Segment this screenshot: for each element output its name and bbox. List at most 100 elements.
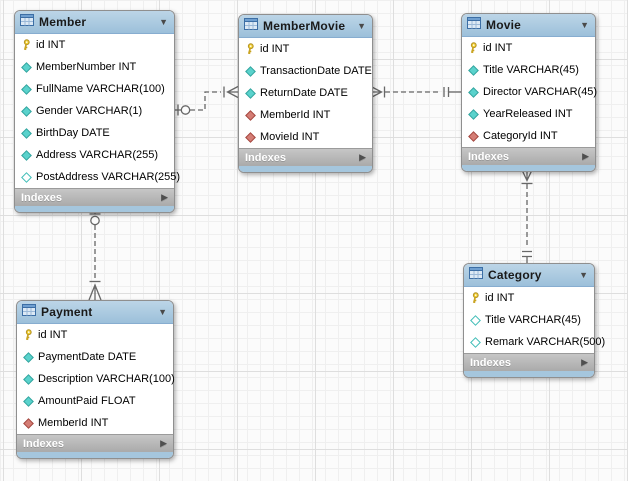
column-label: id INT xyxy=(36,39,66,51)
indexes-bar[interactable]: Indexes ▶ xyxy=(462,147,595,165)
collapse-arrow-icon[interactable]: ▼ xyxy=(357,20,366,31)
column-row[interactable]: AmountPaid FLOAT xyxy=(17,390,173,412)
column-icon xyxy=(244,65,256,77)
foreign-key-icon xyxy=(467,130,479,142)
collapse-arrow-icon[interactable]: ▼ xyxy=(159,16,168,27)
column-icon xyxy=(22,373,34,385)
column-row[interactable]: FullName VARCHAR(100) xyxy=(15,78,174,100)
column-row[interactable]: Gender VARCHAR(1) xyxy=(15,100,174,122)
collapse-arrow-icon[interactable]: ▼ xyxy=(580,19,589,30)
column-label: PaymentDate DATE xyxy=(38,351,137,363)
column-row[interactable]: MemberId INT xyxy=(239,104,372,126)
table-icon xyxy=(467,16,481,34)
column-row[interactable]: MovieId INT xyxy=(239,126,372,148)
column-label: id INT xyxy=(38,329,68,341)
column-list: id INT PaymentDate DATE Description VARCHA… xyxy=(17,324,175,434)
indexes-label: Indexes xyxy=(245,151,286,164)
table-header[interactable]: MemberMovie ▼ xyxy=(239,15,372,38)
column-icon xyxy=(244,87,256,99)
table-bottom-bar xyxy=(17,452,173,458)
relationship-category-movie[interactable] xyxy=(520,168,534,263)
expand-arrow-icon[interactable]: ▶ xyxy=(581,357,588,367)
column-label: TransactionDate DATE xyxy=(260,65,372,77)
column-row[interactable]: YearReleased INT xyxy=(462,103,595,125)
indexes-bar[interactable]: Indexes ▶ xyxy=(239,148,372,166)
column-row[interactable]: MemberId INT xyxy=(17,412,173,434)
column-row[interactable]: id INT xyxy=(239,38,372,60)
column-icon xyxy=(20,127,32,139)
table-icon xyxy=(20,13,34,31)
column-label: Title VARCHAR(45) xyxy=(483,64,579,76)
table-header[interactable]: Member ▼ xyxy=(15,11,174,34)
relationship-member-membermovie[interactable] xyxy=(173,85,239,116)
column-row[interactable]: id INT xyxy=(17,324,173,346)
table-header[interactable]: Category ▼ xyxy=(464,264,594,287)
column-row[interactable]: id INT xyxy=(462,37,595,59)
er-table-membermovie[interactable]: MemberMovie ▼ id INT TransactionDate DATE… xyxy=(238,14,373,173)
crow-foot-icon xyxy=(88,283,102,301)
cardinality-zero-circle xyxy=(90,215,100,226)
column-label: Description VARCHAR(100) xyxy=(38,373,175,385)
relationship-member-payment[interactable] xyxy=(88,211,102,301)
column-row[interactable]: PaymentDate DATE xyxy=(17,346,173,368)
indexes-label: Indexes xyxy=(21,191,62,204)
collapse-arrow-icon[interactable]: ▼ xyxy=(158,306,167,317)
column-icon xyxy=(20,149,32,161)
column-row[interactable]: Title VARCHAR(45) xyxy=(464,309,594,331)
column-list: id INT MemberNumber INT FullName VARCHAR(1… xyxy=(15,34,180,188)
column-nullable-icon xyxy=(469,336,481,348)
er-table-payment[interactable]: Payment ▼ id INT PaymentDate DATE Descript… xyxy=(16,300,175,459)
expand-arrow-icon[interactable]: ▶ xyxy=(161,192,168,202)
table-header[interactable]: Payment ▼ xyxy=(17,301,173,324)
column-row[interactable]: ReturnDate DATE xyxy=(239,82,372,104)
column-icon xyxy=(20,83,32,95)
expand-arrow-icon[interactable]: ▶ xyxy=(582,151,589,161)
column-icon xyxy=(20,61,32,73)
cardinality-exactly-one-ticks xyxy=(443,87,450,97)
er-table-category[interactable]: Category ▼ id INT Title VARCHAR(45) Remark… xyxy=(463,263,605,378)
table-title: Movie xyxy=(486,18,522,32)
column-row[interactable]: Remark VARCHAR(500) xyxy=(464,331,605,353)
relationship-movie-membermovie[interactable] xyxy=(370,85,461,99)
table-icon xyxy=(22,303,36,321)
indexes-label: Indexes xyxy=(470,356,511,369)
collapse-arrow-icon[interactable]: ▼ xyxy=(579,269,588,280)
column-row[interactable]: BirthDay DATE xyxy=(15,122,174,144)
column-label: ReturnDate DATE xyxy=(260,87,348,99)
table-bottom-bar xyxy=(239,166,372,172)
column-row[interactable]: CategoryId INT xyxy=(462,125,595,147)
table-icon xyxy=(244,17,258,35)
column-label: id INT xyxy=(260,43,290,55)
column-label: FullName VARCHAR(100) xyxy=(36,83,165,95)
column-row[interactable]: PostAddress VARCHAR(255) xyxy=(15,166,180,188)
table-header[interactable]: Movie ▼ xyxy=(462,14,595,37)
column-nullable-icon xyxy=(469,314,481,326)
column-icon xyxy=(467,86,479,98)
er-table-movie[interactable]: Movie ▼ id INT Title VARCHAR(45) Director … xyxy=(461,13,598,172)
column-row[interactable]: Director VARCHAR(45) xyxy=(462,81,598,103)
expand-arrow-icon[interactable]: ▶ xyxy=(160,438,167,448)
column-row[interactable]: Title VARCHAR(45) xyxy=(462,59,595,81)
column-row[interactable]: id INT xyxy=(15,34,174,56)
column-label: AmountPaid FLOAT xyxy=(38,395,136,407)
column-label: id INT xyxy=(485,292,515,304)
expand-arrow-icon[interactable]: ▶ xyxy=(359,152,366,162)
indexes-bar[interactable]: Indexes ▶ xyxy=(15,188,174,206)
column-row[interactable]: Description VARCHAR(100) xyxy=(17,368,175,390)
indexes-bar[interactable]: Indexes ▶ xyxy=(464,353,594,371)
column-list: id INT TransactionDate DATE ReturnDate DAT… xyxy=(239,38,372,148)
table-title: Payment xyxy=(41,305,93,319)
column-row[interactable]: Address VARCHAR(255) xyxy=(15,144,174,166)
column-label: Director VARCHAR(45) xyxy=(483,86,598,98)
er-table-member[interactable]: Member ▼ id INT MemberNumber INT FullName … xyxy=(14,10,180,213)
column-label: Remark VARCHAR(500) xyxy=(485,336,606,348)
column-row[interactable]: TransactionDate DATE xyxy=(239,60,372,82)
column-list: id INT Title VARCHAR(45) Director VARCHAR(… xyxy=(462,37,598,147)
column-row[interactable]: id INT xyxy=(464,287,594,309)
table-bottom-bar xyxy=(15,206,174,212)
primary-key-icon xyxy=(244,43,256,55)
primary-key-icon xyxy=(467,42,479,54)
column-row[interactable]: MemberNumber INT xyxy=(15,56,174,78)
indexes-bar[interactable]: Indexes ▶ xyxy=(17,434,173,452)
